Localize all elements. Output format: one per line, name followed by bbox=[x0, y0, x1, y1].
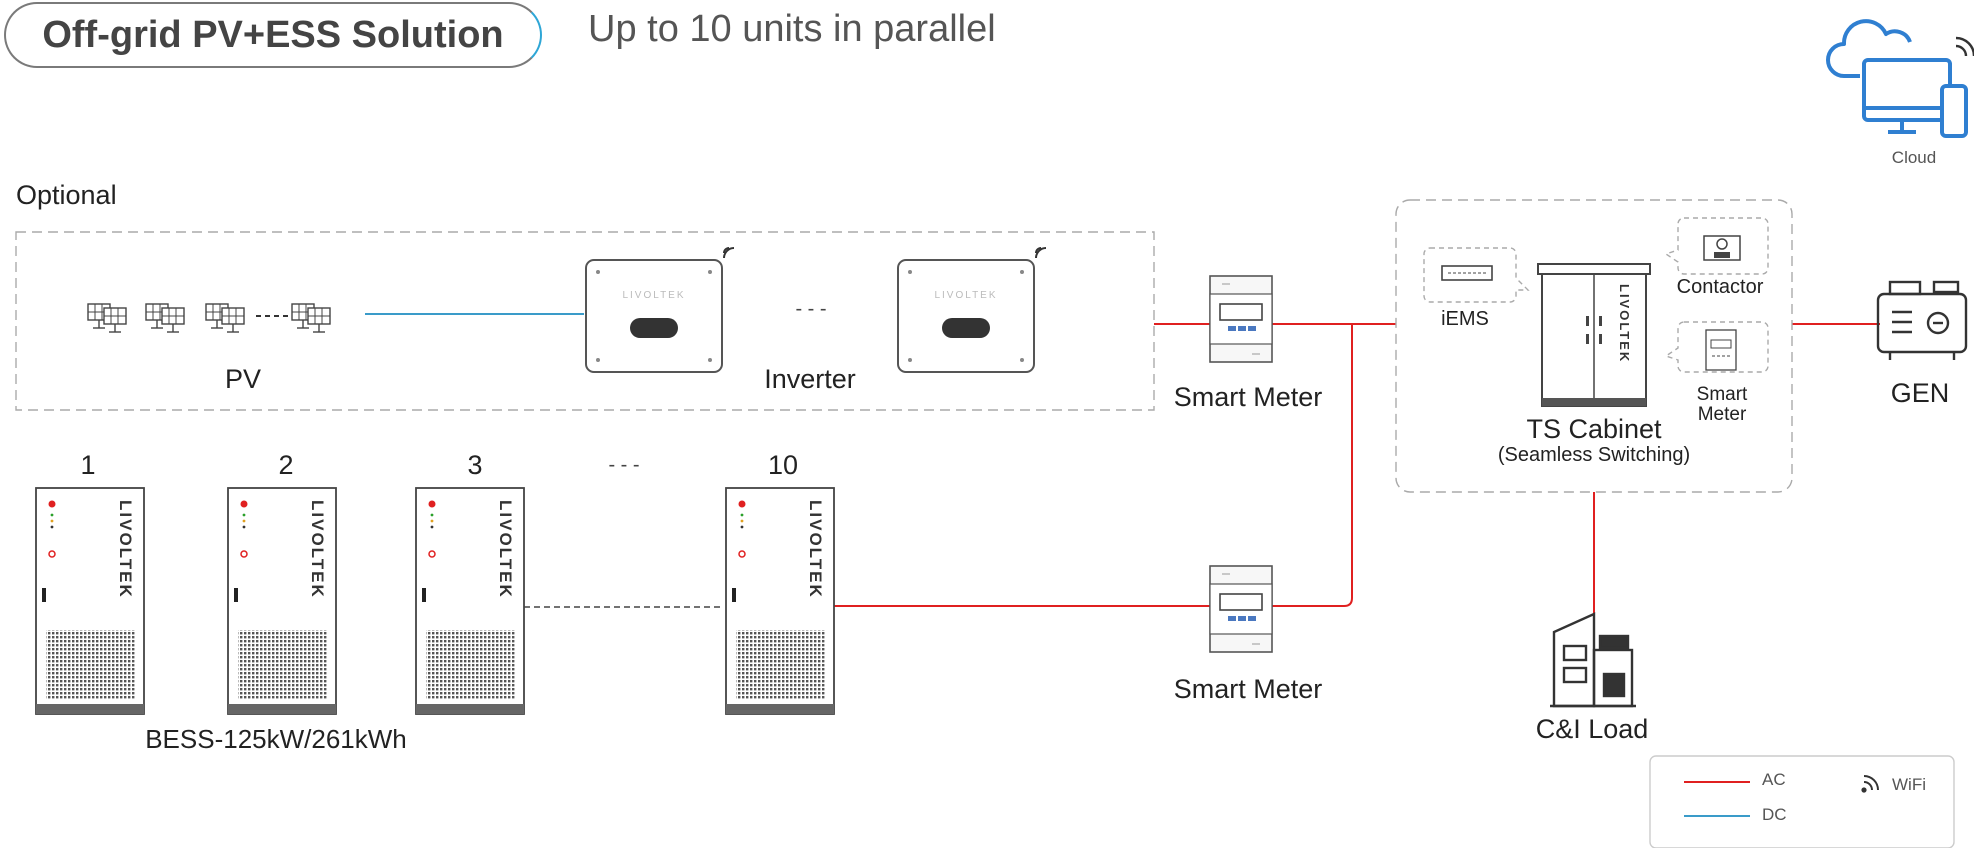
optional-label: Optional bbox=[16, 180, 117, 210]
smart-meter-icon bbox=[1664, 321, 1769, 373]
solution-badge: Off-grid PV+ESS Solution bbox=[4, 2, 542, 68]
legend-dc-label: DC bbox=[1762, 805, 1787, 824]
optional-region bbox=[15, 231, 1155, 411]
bess-unit-number: 2 bbox=[278, 450, 294, 480]
bess-unit-number: 3 bbox=[467, 450, 483, 480]
bess-unit-number: 10 bbox=[767, 450, 799, 480]
inverter-label: Inverter bbox=[764, 364, 856, 394]
ts-cabinet-icon: LIVOLTEK bbox=[1537, 263, 1651, 407]
ts-cabinet-sublabel: (Seamless Switching) bbox=[1497, 444, 1691, 466]
inverter-icon bbox=[897, 247, 1047, 373]
bess-cabinet-icon bbox=[227, 487, 337, 715]
bess-unit-number: 1 bbox=[80, 450, 96, 480]
smart-meter-icon bbox=[1209, 565, 1273, 653]
pv-label: PV bbox=[224, 364, 262, 394]
contactor-label: Contactor bbox=[1676, 276, 1764, 298]
bess-cabinet-icon bbox=[35, 487, 145, 715]
smart-meter-icon bbox=[1209, 275, 1273, 363]
svg-text:LIVOLTEK: LIVOLTEK bbox=[1617, 284, 1632, 363]
bess-label: BESS-125kW/261kWh bbox=[145, 724, 407, 754]
cabinet-meter-label-2: Meter bbox=[1697, 404, 1747, 425]
legend-ac-label: AC bbox=[1762, 770, 1786, 789]
ts-cabinet-label: TS Cabinet bbox=[1526, 414, 1662, 444]
cabinet-meter-label-1: Smart bbox=[1696, 384, 1748, 405]
cloud-label: Cloud bbox=[1891, 148, 1937, 167]
load-label: C&I Load bbox=[1535, 714, 1649, 744]
wifi-icon bbox=[1861, 775, 1879, 793]
contactor-icon bbox=[1664, 217, 1769, 275]
smart-meter-label-top: Smart Meter bbox=[1173, 382, 1323, 412]
bess-cabinet-icon bbox=[415, 487, 525, 715]
generator-icon bbox=[1876, 280, 1968, 360]
ts-cabinet-region bbox=[1395, 199, 1793, 493]
legend-wifi-label: WiFi bbox=[1892, 775, 1926, 794]
inverter-icon bbox=[585, 247, 735, 373]
iems-label: iEMS bbox=[1441, 308, 1489, 330]
bess-ellipsis: - - - bbox=[608, 454, 640, 476]
legend-box bbox=[1649, 755, 1955, 848]
cloud-device-icon bbox=[1826, 19, 1974, 138]
gen-label: GEN bbox=[1890, 378, 1950, 408]
subtitle: Up to 10 units in parallel bbox=[588, 8, 996, 50]
solar-panel-icon bbox=[87, 303, 331, 333]
bess-cabinet-icon bbox=[725, 487, 835, 715]
smart-meter-label-bottom: Smart Meter bbox=[1173, 674, 1323, 704]
building-load-icon bbox=[1550, 612, 1636, 708]
inverter-ellipsis: - - - bbox=[795, 298, 827, 320]
iems-icon bbox=[1423, 247, 1530, 303]
